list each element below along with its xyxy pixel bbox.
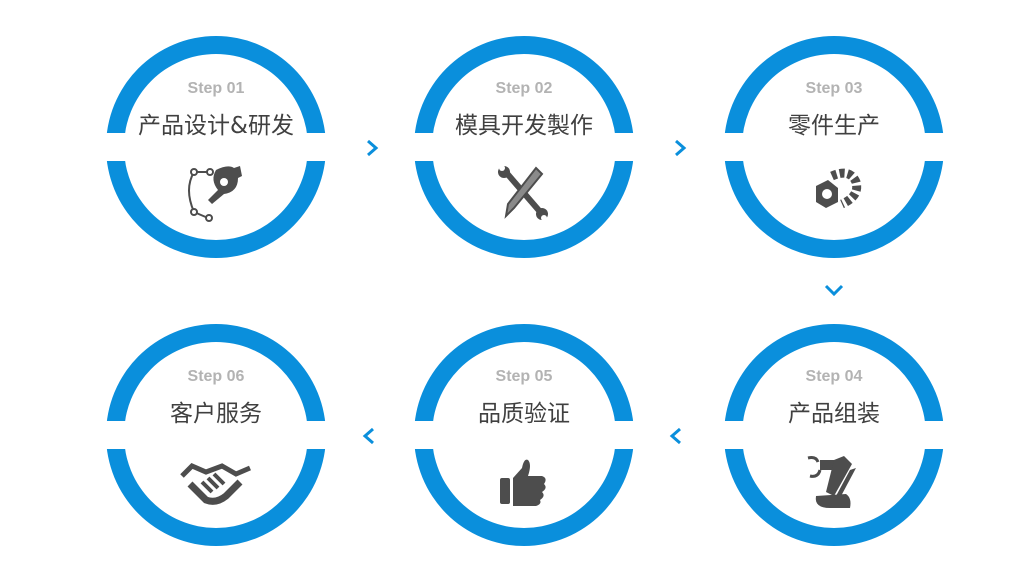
step-2: Step 02 模具开发製作 [412, 36, 636, 258]
step-3: Step 03 零件生产 [722, 36, 946, 258]
pen-tool-icon [188, 166, 242, 222]
wrench-pencil-icon [498, 165, 548, 221]
step-number: Step 03 [805, 80, 863, 97]
step-title: 品质验证 [478, 401, 570, 427]
handshake-icon [180, 463, 251, 505]
chevron-left-icon [362, 427, 374, 445]
step-title: 零件生产 [788, 113, 880, 139]
chevron-left-icon [669, 427, 681, 445]
chevron-right-icon [367, 139, 379, 157]
step-number: Step 01 [187, 80, 245, 97]
step-6: Step 06 客户服务 [104, 324, 328, 546]
step-number: Step 06 [187, 368, 245, 385]
step-4: Step 04 产品组装 [722, 324, 946, 546]
step-title: 产品组装 [788, 401, 880, 427]
robot-arm-icon [807, 456, 856, 508]
step-number: Step 04 [805, 368, 863, 385]
chevron-down-icon [824, 284, 844, 297]
chevron-right-icon [675, 139, 687, 157]
step-5: Step 05 品质验证 [412, 324, 636, 546]
step-title: 客户服务 [170, 401, 262, 427]
step-number: Step 05 [495, 368, 553, 385]
thumbs-up-icon [500, 459, 546, 506]
step-title: 产品设计&研发 [138, 113, 294, 139]
bolt-nut-icon [816, 168, 862, 209]
step-1: Step 01 产品设计&研发 [104, 36, 328, 258]
step-number: Step 02 [495, 80, 553, 97]
step-title: 模具开发製作 [455, 113, 593, 139]
